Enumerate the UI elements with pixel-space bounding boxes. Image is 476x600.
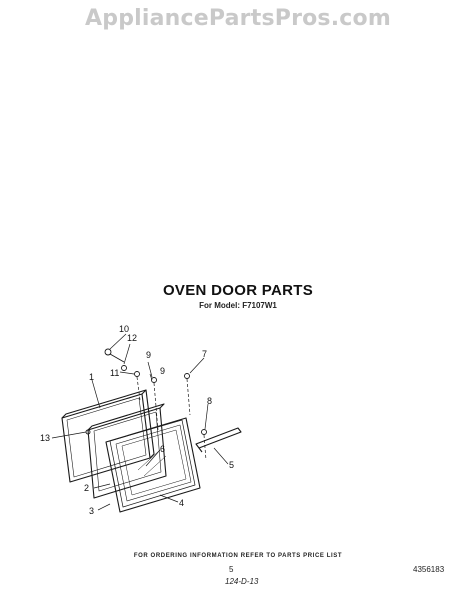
ordering-note: FOR ORDERING INFORMATION REFER TO PARTS … (133, 553, 343, 559)
callout-10: 10 (119, 324, 129, 334)
door-glass-pack (87, 403, 167, 499)
callout-4: 4 (179, 498, 184, 508)
callout-7: 7 (202, 349, 207, 359)
outer-door-frame (105, 417, 201, 513)
watermark: AppliancePartsPros.com (85, 6, 391, 31)
leader-lines (51, 333, 229, 511)
callout-9-right: 9 (160, 366, 165, 376)
handwritten-code: 124-D-13 (225, 577, 259, 586)
callout-3: 3 (89, 506, 94, 516)
callout-1: 1 (89, 372, 94, 382)
assembly-lines (136, 376, 207, 461)
glass-reflection (137, 449, 167, 477)
diagram-title: OVEN DOOR PARTS (162, 282, 314, 299)
page-number: 5 (229, 565, 234, 574)
callout-8: 8 (207, 396, 212, 406)
inner-door-panel (61, 389, 155, 483)
callout-9-left: 9 (146, 350, 151, 360)
callout-labels: 10 12 9 11 9 7 1 8 13 6 5 2 4 3 (40, 324, 234, 516)
callout-2: 2 (84, 483, 89, 493)
model-subtitle: For Model: F7107W1 (199, 301, 277, 310)
callout-11: 11 (110, 368, 119, 378)
callout-13: 13 (40, 433, 50, 443)
part-code: 4356183 (413, 565, 445, 574)
callout-12-top: 12 (127, 333, 137, 343)
callout-5: 5 (229, 460, 234, 470)
callout-6: 6 (160, 444, 165, 454)
door-handle (195, 427, 242, 453)
